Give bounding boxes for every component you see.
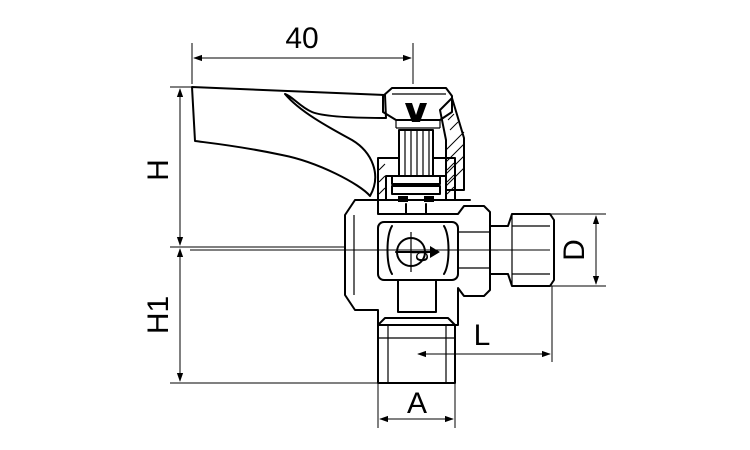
dimension-diameter-d: D <box>550 213 606 287</box>
label-40: 40 <box>285 22 318 55</box>
valve-body <box>344 199 491 326</box>
valve-ball: d <box>377 221 459 281</box>
dimension-height-h: H <box>142 86 345 248</box>
label-h1: H1 <box>142 296 175 334</box>
dimension-length-l: L <box>417 286 553 362</box>
label-h: H <box>142 159 175 181</box>
outlet-pipe <box>458 213 555 287</box>
label-l: L <box>474 319 491 352</box>
label-bore-d: d <box>408 250 433 262</box>
dimension-inlet-a: A <box>377 383 456 428</box>
valve-cap <box>382 87 453 129</box>
label-a: A <box>407 387 427 420</box>
valve-stem <box>398 129 434 177</box>
dimension-height-h1: H1 <box>142 248 380 384</box>
lever-handle <box>191 86 387 197</box>
inlet-pipe <box>377 279 456 384</box>
dimension-width-40: 40 <box>191 22 414 84</box>
label-d: D <box>558 239 591 261</box>
